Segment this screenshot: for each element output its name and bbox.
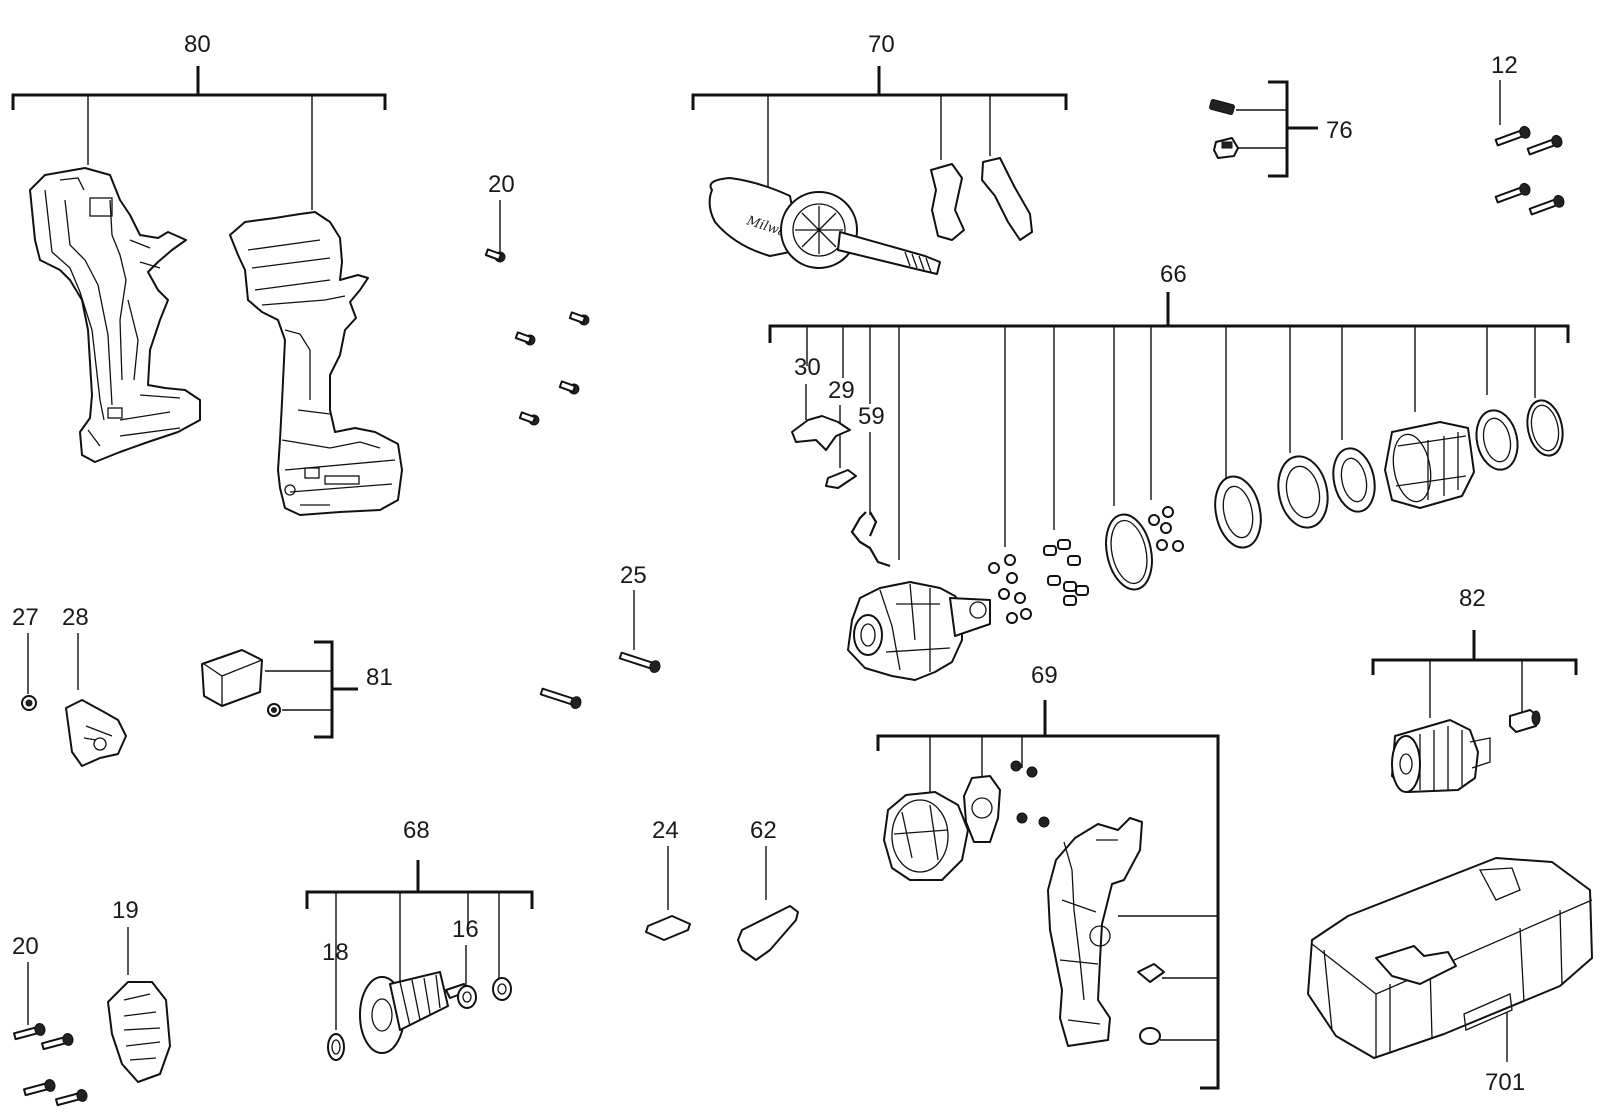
leader-76 — [1232, 109, 1287, 149]
part-62-label-plate[interactable] — [737, 905, 799, 961]
bracket-69 — [876, 700, 1220, 1090]
label-16[interactable]: 16 — [452, 916, 479, 943]
label-20-bottom[interactable]: 20 — [12, 933, 39, 960]
leader-69 — [929, 736, 1218, 1041]
label-76[interactable]: 76 — [1326, 117, 1353, 144]
part-labels: 80 70 76 12 20 66 30 29 59 25 27 28 81 8… — [12, 31, 1525, 1096]
label-68[interactable]: 68 — [403, 817, 430, 844]
bearing-16[interactable] — [457, 985, 477, 1009]
label-70[interactable]: 70 — [868, 31, 895, 58]
chuck-82[interactable] — [1391, 719, 1491, 793]
screws-12[interactable] — [1494, 125, 1566, 217]
part-59-spring[interactable] — [850, 511, 891, 568]
gearbox-66-main[interactable] — [847, 581, 991, 681]
leader-66 — [806, 326, 1536, 560]
parts-76[interactable] — [1209, 99, 1239, 159]
label-20-top[interactable]: 20 — [488, 171, 515, 198]
leader-70 — [767, 95, 991, 188]
part-81-belt-clip-block[interactable] — [201, 649, 281, 717]
ring-d-tabbed[interactable] — [1471, 406, 1523, 473]
housing-half-right[interactable] — [229, 211, 403, 516]
rotor-68[interactable] — [359, 971, 467, 1054]
label-27[interactable]: 27 — [12, 604, 39, 631]
part-27-screw[interactable] — [21, 695, 37, 711]
label-19[interactable]: 19 — [112, 897, 139, 924]
ring-b-gear[interactable] — [1272, 452, 1334, 532]
small-part-69-b[interactable] — [1139, 1027, 1161, 1045]
motor-stator[interactable] — [883, 791, 969, 881]
label-62[interactable]: 62 — [750, 817, 777, 844]
bracket-70 — [691, 66, 1068, 110]
case-insert-702[interactable] — [1375, 945, 1457, 985]
pins-set[interactable] — [1043, 539, 1089, 606]
bracket-76 — [1268, 80, 1318, 178]
balls-set-right[interactable] — [1148, 506, 1184, 552]
screws-20-top[interactable] — [484, 248, 590, 427]
part-28-plate[interactable] — [65, 699, 127, 767]
screws-20-bottom[interactable] — [13, 1022, 88, 1108]
part-19-cover[interactable] — [107, 981, 171, 1083]
bearing-18[interactable] — [327, 1033, 345, 1061]
bracket-81 — [314, 640, 358, 739]
part-29-slide[interactable] — [825, 469, 857, 489]
balls-set-left[interactable] — [988, 554, 1032, 624]
label-29[interactable]: 29 — [828, 377, 855, 404]
leader-68 — [399, 892, 500, 990]
chuck-screw[interactable] — [1509, 709, 1541, 733]
side-handle-70[interactable]: Milwaukee — [708, 157, 1033, 275]
part-24-pad[interactable] — [645, 915, 691, 941]
housing-half-left[interactable] — [29, 167, 201, 463]
label-24[interactable]: 24 — [652, 817, 679, 844]
bracket-80 — [11, 66, 387, 110]
label-69[interactable]: 69 — [1031, 662, 1058, 689]
label-80[interactable]: 80 — [184, 31, 211, 58]
gear-68-small[interactable] — [492, 977, 512, 1001]
label-59[interactable]: 59 — [858, 403, 885, 430]
label-701[interactable]: 701 — [1485, 1069, 1525, 1096]
bracket-66 — [768, 292, 1570, 343]
switch-trigger-pcb[interactable] — [1047, 817, 1143, 1047]
part-30-switch[interactable] — [791, 415, 851, 451]
ring-c[interactable] — [1328, 445, 1380, 516]
label-81[interactable]: 81 — [366, 664, 393, 691]
screws-25[interactable] — [539, 650, 662, 710]
small-part-69-a[interactable] — [1137, 963, 1165, 983]
leader-82 — [1429, 660, 1523, 718]
label-12[interactable]: 12 — [1491, 52, 1518, 79]
brackets-and-leaders — [11, 66, 1578, 1090]
label-28[interactable]: 28 — [62, 604, 89, 631]
leader-81 — [265, 670, 332, 711]
small-screws-69[interactable] — [1010, 760, 1050, 828]
clutch-cage[interactable] — [1384, 421, 1475, 509]
bracket-68 — [305, 860, 534, 909]
label-82[interactable]: 82 — [1459, 585, 1486, 612]
ring-e-clip[interactable] — [1523, 397, 1568, 459]
label-66[interactable]: 66 — [1160, 261, 1187, 288]
magnet-ring-plate[interactable] — [963, 775, 1001, 843]
label-25[interactable]: 25 — [620, 562, 647, 589]
bracket-82 — [1371, 630, 1578, 675]
washer-thin[interactable] — [1100, 510, 1159, 593]
ring-a[interactable] — [1209, 472, 1267, 552]
